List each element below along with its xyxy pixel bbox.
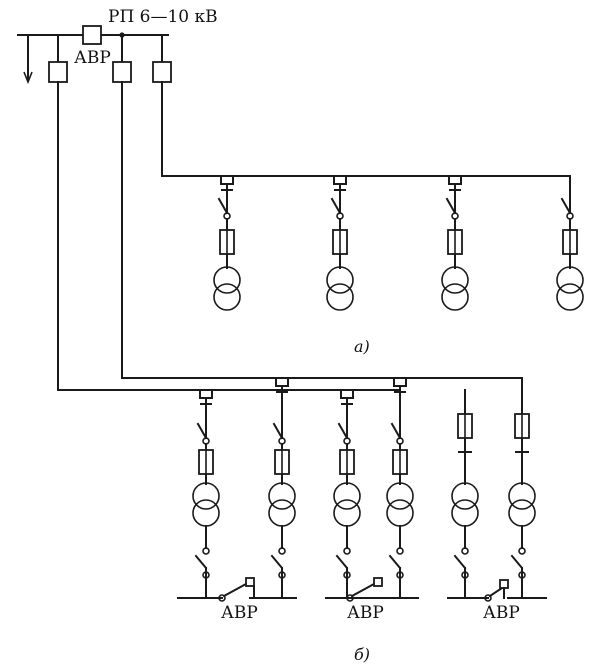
transformer-branch-b-4	[386, 377, 414, 599]
transformer-branch-b-5	[451, 389, 479, 599]
caption-a: а)	[354, 337, 370, 356]
transformer-branch-b-6	[508, 377, 536, 599]
avr-label-3: АВР	[483, 603, 520, 623]
transformer-branch-a-2	[326, 175, 354, 311]
transformer-branch-a-4	[556, 195, 584, 311]
bus-tie-switch	[82, 25, 102, 45]
junction-dot	[119, 32, 125, 38]
transformer-branch-a-1	[213, 175, 241, 311]
avr-main-label: АВР	[74, 48, 111, 68]
scheme-a: а)	[161, 81, 584, 356]
transformer-branch-b-2	[268, 377, 296, 599]
avr-label-2: АВР	[347, 603, 384, 623]
scheme-a-feeder	[161, 81, 571, 197]
lv-tie-switch-3	[484, 579, 509, 602]
caption-b: б)	[354, 645, 370, 664]
lv-tie-switch-1	[218, 577, 255, 602]
scheme-b: АВР АВР АВР б)	[57, 81, 547, 664]
supply-arrow-icon	[23, 71, 33, 85]
transformer-branch-b-3	[333, 389, 361, 599]
distribution-point: РП 6—10 кВ АВР	[17, 7, 218, 85]
feeder-breaker-3	[152, 61, 172, 83]
substation-label: РП 6—10 кВ	[108, 7, 218, 27]
feeder-breaker-1	[48, 61, 68, 83]
lv-tie-switch-2	[346, 577, 383, 602]
transformer-branch-a-3	[441, 175, 469, 311]
transformer-branch-b-1	[192, 389, 220, 599]
avr-label-1: АВР	[221, 603, 258, 623]
feeder-breaker-2	[112, 61, 132, 83]
